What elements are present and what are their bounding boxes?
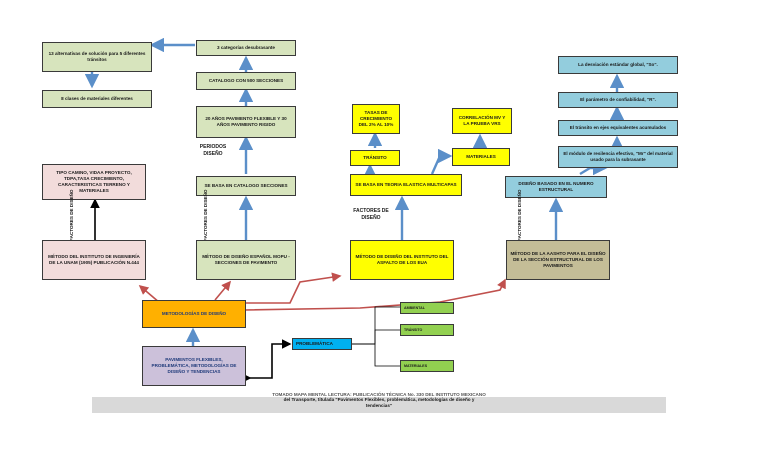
- label-factores-left: FACTORES DE DISEÑO: [69, 189, 75, 241]
- node-anios: 20 AÑOS PAVIMENTO FLEXIBLE Y 30 AÑOS PAV…: [196, 106, 296, 138]
- line-problematica-ambiental: [352, 306, 400, 345]
- node-aashto: MÉTODO DE LA AASHTO PARA EL DISEÑO DE LA…: [506, 240, 610, 280]
- caption-top-line: TOMADO MAPA MENTAL LECTURA: PUBLICACIÓN …: [272, 392, 486, 397]
- label-factores-asfalto: FACTORES DE DISEÑO: [353, 208, 389, 221]
- node-metodologias: METODOLOGÍAS DE DISEÑO: [142, 300, 246, 328]
- arrow-teoria-materiales: [430, 148, 453, 175]
- node-problematica: PROBLEMÁTICA: [292, 338, 352, 350]
- label-factores-mopu: FACTORES DE DISEÑO: [203, 189, 209, 241]
- node-transito-g: TRÁNSITO: [400, 324, 454, 336]
- arrow-diseno-modulo: [579, 160, 608, 176]
- node-correlacion: CORRELACIÓN MV Y LA PRUEBA VRS: [452, 108, 512, 134]
- node-tipo-camino: TIPO CAMINO, VIDAA PROYECTO, TDPA,TASA C…: [42, 164, 146, 200]
- node-mopu: MÉTODO DE DISEÑO ESPAÑOL MOPU - SECCIONE…: [196, 240, 296, 280]
- node-diseno-numero: DISEÑO BASADO EN EL NUMERO ESTRUCTURAL: [505, 176, 607, 198]
- node-tasas: TASAS DE CRECIMIENTO DEL 2% AL 10%: [352, 104, 400, 134]
- arrow-metodologias-mopu: [214, 280, 232, 301]
- label-periodos: PERIODOS DISEÑO: [199, 144, 227, 157]
- node-pavimentos: PAVIMENTOS FLEXIBLES, PROBLEMÁTICA, METO…: [142, 346, 246, 386]
- node-modulo: El módulo de resilencia efectivo, "Mr" d…: [558, 146, 678, 168]
- node-parametro: El parámetro de confiabilidad, "R".: [558, 92, 678, 108]
- node-materiales-g: MATERIALES: [400, 360, 454, 372]
- node-materiales-y: MATERIALES: [452, 148, 510, 166]
- node-materiales-clases: 8 clases de materiales diferentes: [42, 90, 152, 108]
- arrow-metodologias-aashto: [244, 278, 506, 311]
- label-factores-aashto: FACTORES DE DISEÑO: [517, 189, 523, 241]
- node-transito-ejes: El tránsito en ejes equivalentes acumula…: [558, 120, 678, 136]
- node-desviacion: La desviación estándar global, "So".: [558, 56, 678, 74]
- node-alternativas: 13 alternativas de solución para 5 difer…: [42, 42, 152, 72]
- node-ambiental: AMBIENTAL: [400, 302, 454, 314]
- node-teoria: SE BASA EN TEORIA ELASTICA MULTICAPAS: [350, 174, 462, 196]
- node-catalogo: CATALOGO CON 500 SECCIONES: [196, 72, 296, 90]
- source-caption: TOMADO MAPA MENTAL LECTURA: PUBLICACIÓN …: [92, 392, 666, 413]
- node-categorias: 3 categorías desubrasante: [196, 40, 296, 56]
- caption-line-2: tendencias": [365, 403, 393, 409]
- node-unam: MÉTODO DEL INSTITUTO DE INGENIERÍA DE LA…: [42, 240, 146, 280]
- node-asfalto: MÉTODO DE DISEÑO DEL INSTITUTO DEL ASFAL…: [350, 240, 454, 280]
- node-base-catalogo: SE BASA EN CATALOGO SECCIONES: [196, 176, 296, 196]
- arrow-metodologias-asfalto: [245, 272, 342, 304]
- line-problematica-transito: [352, 329, 400, 345]
- line-problematica-materiales: [352, 343, 400, 367]
- arrow-pavimentos-problematica: [242, 339, 292, 383]
- node-transito: TRÁNSITO: [350, 150, 400, 166]
- caption-line-1: del Transporte, titulada "Pavimentos Fle…: [283, 397, 475, 402]
